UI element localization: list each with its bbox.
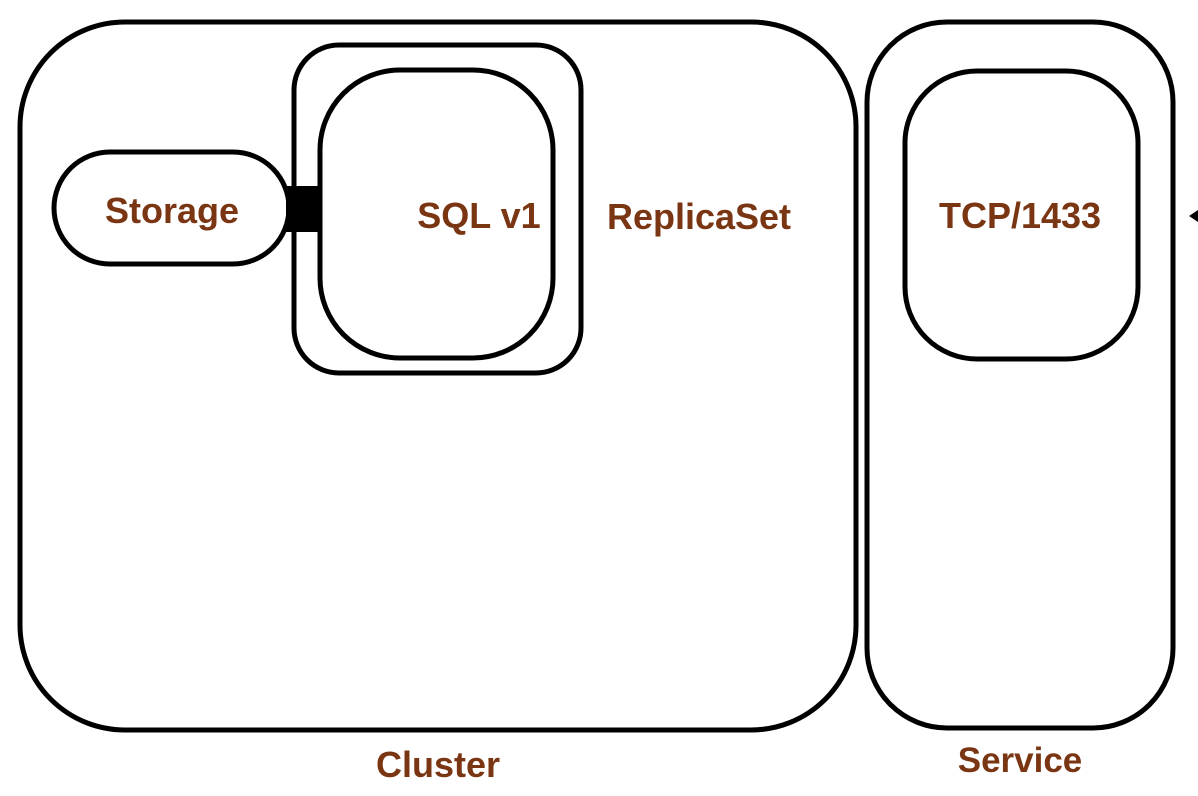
cluster-box — [17, 19, 859, 733]
tcp-port-box — [902, 68, 1141, 362]
replicaset-label: ReplicaSet — [607, 196, 791, 237]
tcp-label: TCP/1433 — [939, 195, 1101, 236]
volume-connector-icon — [286, 186, 322, 232]
sql-label: SQL v1 — [417, 195, 540, 236]
service-label: Service — [958, 741, 1083, 780]
storage-label: Storage — [105, 190, 239, 231]
service-box — [864, 19, 1176, 731]
cluster-label: Cluster — [376, 744, 500, 785]
inbound-arrow-icon — [1189, 210, 1198, 222]
